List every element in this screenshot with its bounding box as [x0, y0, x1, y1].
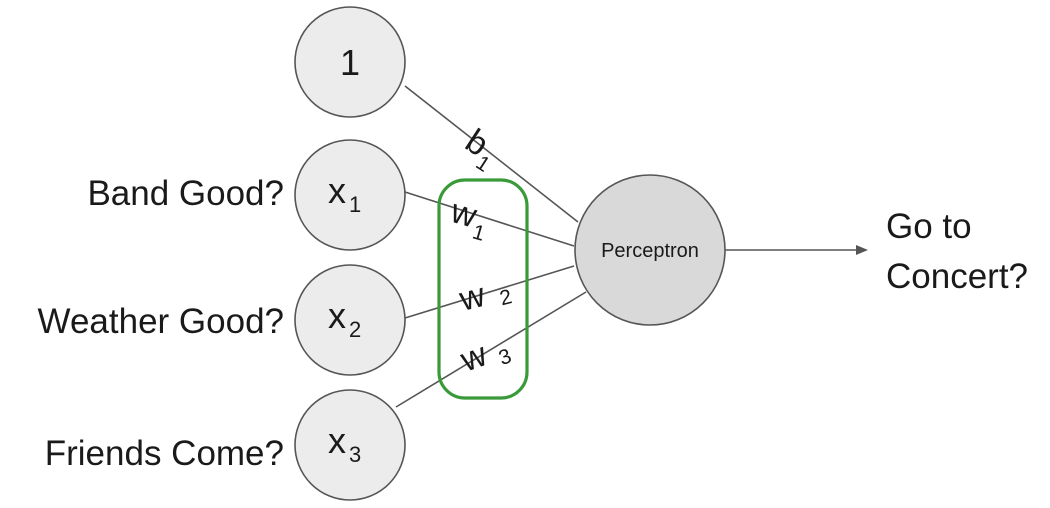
input-node-x2: x 2 — [294, 264, 406, 376]
weight-label-w2: w 2 — [455, 276, 515, 319]
output-label-line1: Go to — [886, 207, 972, 246]
perceptron-node: Perceptron — [574, 174, 726, 326]
input-label-band-good: Band Good? — [87, 174, 284, 213]
weights-highlight-box — [437, 178, 529, 400]
input-subscript-x2: 2 — [349, 317, 361, 342]
input-symbol-x1: x — [328, 170, 346, 211]
weight-symbol-w3: w — [455, 335, 492, 380]
input-label-friends-come: Friends Come? — [45, 434, 284, 473]
input-node-x3: x 3 — [294, 389, 406, 501]
output-label-line2: Concert? — [886, 257, 1028, 296]
input-subscript-x1: 1 — [349, 192, 361, 217]
input-node-x1: x 1 — [294, 139, 406, 251]
weight-label-w3: w 3 — [455, 335, 515, 380]
weight-label-w1: w 1 — [446, 192, 488, 246]
edge-bias-to-perceptron — [404, 85, 579, 223]
bias-node: 1 — [294, 6, 406, 118]
input-symbol-x2: x — [328, 295, 346, 336]
weight-symbol-w2: w — [455, 276, 489, 319]
weight-subscript-w2: 2 — [497, 285, 514, 310]
edge-x2-to-perceptron — [404, 265, 575, 319]
edge-x3-to-perceptron — [395, 291, 587, 408]
input-subscript-x3: 3 — [349, 442, 361, 467]
weight-subscript-w3: 3 — [496, 344, 515, 370]
perceptron-label: Perceptron — [601, 240, 699, 262]
input-label-weather-good: Weather Good? — [38, 302, 284, 341]
bias-node-value: 1 — [340, 42, 360, 83]
edge-x1-to-perceptron — [404, 191, 575, 247]
bias-weight-label: b 1 — [459, 122, 496, 177]
input-symbol-x3: x — [328, 420, 346, 461]
